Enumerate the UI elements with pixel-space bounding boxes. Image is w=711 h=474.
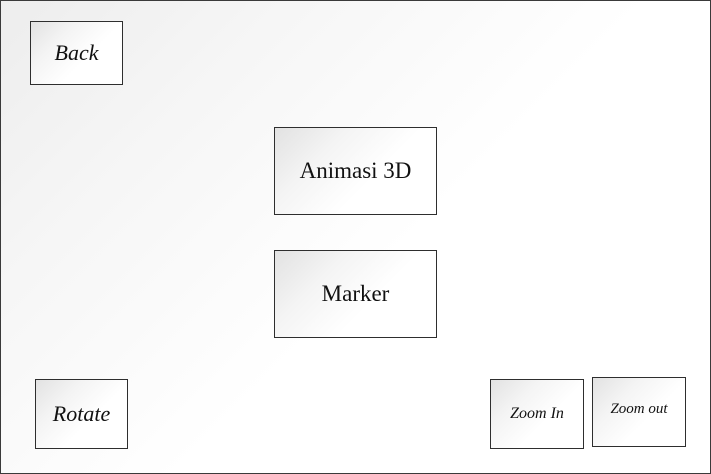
rotate-button[interactable]: Rotate (35, 379, 128, 449)
zoom-in-button[interactable]: Zoom In (490, 379, 584, 449)
rotate-button-label: Rotate (52, 401, 111, 426)
animasi-3d-label: Animasi 3D (299, 158, 412, 183)
back-button-label: Back (54, 40, 99, 65)
animasi-3d-panel[interactable]: Animasi 3D (274, 127, 437, 215)
marker-label: Marker (321, 281, 390, 306)
marker-panel[interactable]: Marker (274, 250, 437, 338)
zoom-out-button-label: Zoom out (610, 400, 668, 417)
back-button[interactable]: Back (30, 21, 123, 85)
zoom-out-button[interactable]: Zoom out (592, 377, 686, 447)
zoom-in-button-label: Zoom In (510, 405, 564, 422)
